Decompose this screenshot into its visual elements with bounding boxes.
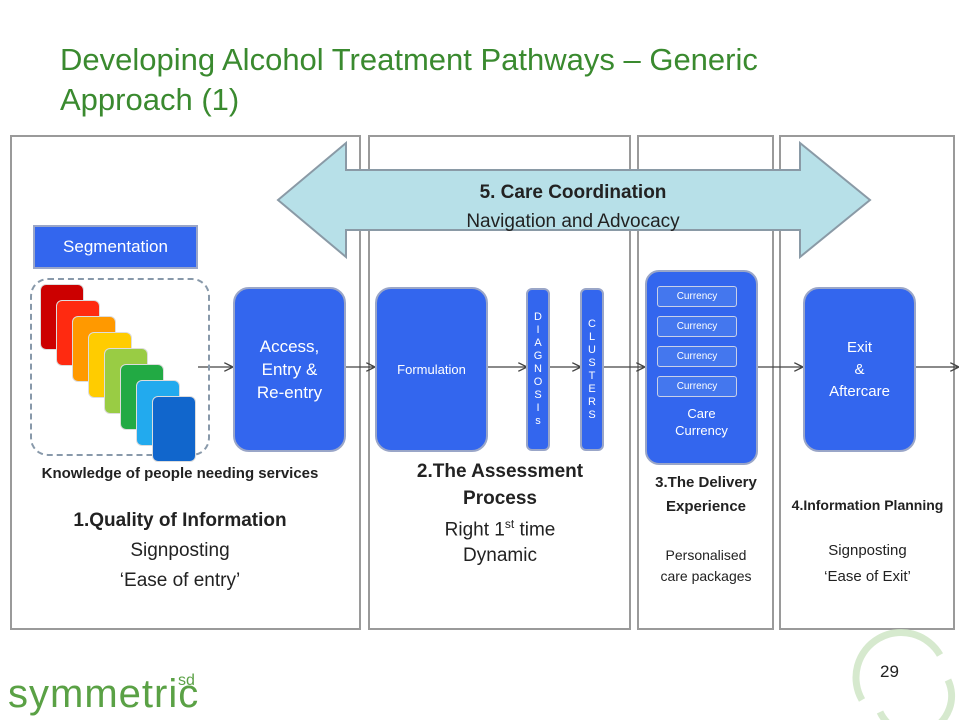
segment-stack-frame [30, 278, 210, 456]
column2-line1: Right 1st time [385, 517, 615, 541]
care-coordination-arrow [276, 140, 872, 260]
access-line-3: Re-entry [256, 383, 323, 402]
column2-heading: 2.The Assessment Process [416, 461, 584, 509]
segment-card [152, 396, 196, 462]
column1-line2: ‘Ease of entry’ [119, 570, 241, 591]
segmentation-label: Segmentation [33, 225, 198, 269]
care-currency-line-2: Currency [675, 423, 728, 438]
care-currency-label: Care Currency [645, 405, 758, 439]
exit-line-3: Aftercare [829, 382, 890, 400]
column3-body: Personalised care packages [660, 547, 752, 584]
column2-line1-pre: Right 1 [444, 519, 505, 541]
column1-subheading: 1.Quality of Information [73, 510, 287, 531]
recycle-icon [852, 629, 956, 720]
diagnosis-letter: D [534, 311, 542, 323]
diagnosis-letter: A [534, 337, 542, 349]
column2-line1-sup: st [504, 517, 515, 531]
column1-line1: Signposting [130, 540, 230, 561]
formulation-box: Formulation [375, 287, 488, 452]
clusters-letter: R [588, 395, 596, 408]
slide-title: Developing Alcohol Treatment Pathways – … [60, 42, 758, 117]
clusters-letter: T [588, 369, 596, 382]
diagnosis-letter: I [536, 402, 540, 414]
exit-line-1: Exit [846, 338, 872, 356]
currency-pill: Currency [657, 376, 737, 397]
care-currency-line-1: Care [687, 406, 716, 421]
clusters-letter: L [588, 330, 596, 343]
diagnosis-letter: I [536, 324, 540, 336]
clusters-letter: S [588, 408, 596, 421]
symmetric-logo: symmetric [8, 672, 200, 716]
currency-pill: Currency [657, 346, 737, 367]
column4-line2: ‘Ease of Exit’ [824, 568, 911, 585]
clusters-letter: S [588, 356, 596, 369]
column4-heading: 4.Information Planning [791, 497, 944, 513]
care-coordination-subheading: Navigation and Advocacy [466, 211, 680, 232]
column2-line1-post: time [514, 519, 556, 541]
diagnosis-letter: s [535, 415, 541, 427]
column2-line2: Dynamic [463, 545, 537, 566]
clusters-letter: E [588, 382, 596, 395]
diagnosis-letter: N [534, 363, 542, 375]
diagnosis-letter: S [534, 389, 542, 401]
diagnosis-bar: D I A G N O S I s [526, 288, 550, 451]
access-entry-reentry-box: Access, Entry & Re-entry [233, 287, 346, 452]
diagnosis-letter: O [533, 376, 543, 388]
symmetric-logo-sd: sd [178, 672, 195, 689]
clusters-letter: U [588, 343, 596, 356]
care-coordination-heading: 5. Care Coordination [479, 182, 667, 203]
currency-pill: Currency [657, 286, 737, 307]
exit-aftercare-box: Exit & Aftercare [803, 287, 916, 452]
clusters-letter: C [588, 317, 596, 330]
clusters-bar: C L U S T E R S [580, 288, 604, 451]
column1-heading: Knowledge of people needing services [41, 465, 319, 482]
currency-pill: Currency [657, 316, 737, 337]
page-number: 29 [880, 662, 899, 681]
column3-heading: 3.The Delivery Experience [655, 474, 757, 515]
access-line-2: Entry & [261, 360, 318, 379]
column4-line1: Signposting [828, 542, 907, 559]
diagnosis-letter: G [533, 350, 543, 362]
access-line-1: Access, [259, 337, 320, 356]
exit-line-2: & [854, 360, 865, 378]
